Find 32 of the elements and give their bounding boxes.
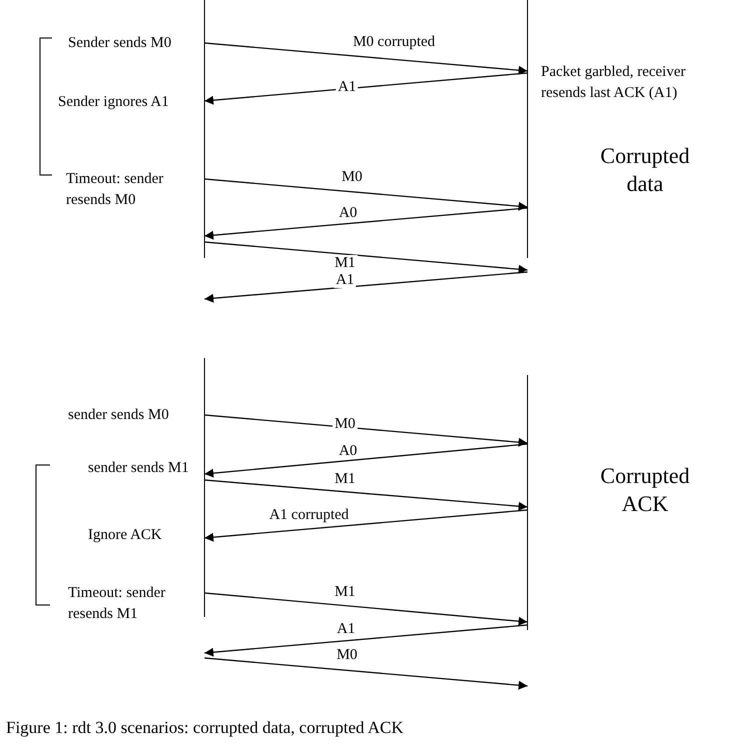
message-arrow [204, 657, 528, 690]
message-arrow [204, 443, 528, 478]
scenario-title: Corrupted ACK [599, 462, 691, 518]
message-arrow [204, 509, 528, 542]
message-arrow [204, 72, 528, 105]
annotation: Ignore ACK [88, 526, 163, 545]
figure-caption: Figure 1: rdt 3.0 scenarios: corrupted data, corrupted ACK [6, 718, 404, 738]
edge-label: A1 corrupted [267, 507, 351, 523]
annotation: Sender ignores A1 [58, 93, 170, 112]
annotation: Timeout: sender resends M0 [66, 170, 164, 210]
edge-label: M0 [332, 416, 358, 432]
scenario-title: Corrupted data [599, 142, 691, 198]
annotation: Packet garbled, receiver resends last ACK (A1) [541, 63, 686, 103]
lifeline [204, 358, 205, 617]
message-arrow [204, 241, 528, 274]
lifeline [204, 0, 205, 258]
message-arrow [204, 414, 528, 447]
lifeline [527, 0, 528, 258]
annotation: sender sends M1 [88, 459, 190, 478]
message-arrow [204, 207, 528, 240]
lifeline [527, 375, 528, 630]
annotation: sender sends M0 [68, 406, 170, 425]
message-arrow [204, 271, 528, 303]
edge-label: M0 corrupted [350, 34, 438, 50]
annotation: Sender sends M0 [68, 34, 172, 53]
annotation: Timeout: sender resends M1 [68, 584, 166, 624]
message-arrow [204, 624, 528, 657]
message-arrow [204, 178, 528, 211]
message-arrow [204, 479, 528, 511]
message-arrow [204, 592, 528, 626]
edge-label: A1 [334, 272, 356, 288]
message-arrow [204, 42, 528, 75]
